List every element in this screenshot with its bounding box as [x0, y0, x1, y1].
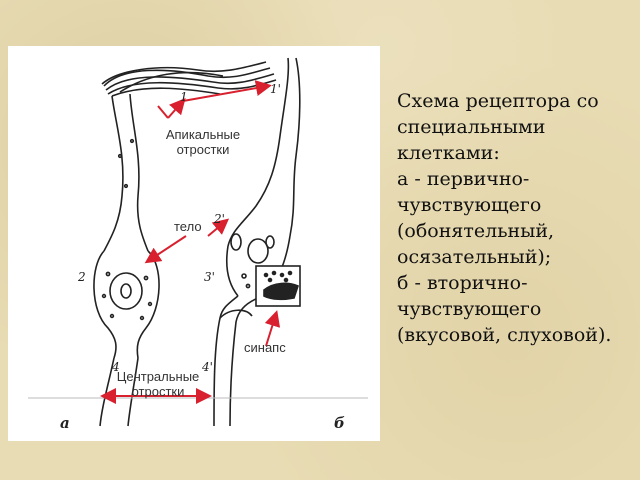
- receptor-diagram: Апикальные отростки тело синапс Централь…: [8, 46, 380, 441]
- number-1-prime: 1': [270, 82, 281, 96]
- caption-line: чувствующего: [397, 298, 542, 320]
- number-3-prime: 3': [204, 270, 215, 284]
- apical-label-line1: Апикальные: [165, 127, 241, 142]
- caption-line: а - первично-: [397, 168, 530, 190]
- number-1: 1: [180, 90, 188, 104]
- caption-line: (обонятельный,: [397, 220, 555, 242]
- caption-line: (вкусовой, слуховой).: [397, 324, 612, 346]
- arrow-apical-1p: [182, 80, 272, 102]
- caption-line: чувствующего: [397, 194, 542, 216]
- number-4-prime: 4': [202, 360, 213, 374]
- caption-line: клетками:: [397, 142, 500, 164]
- number-4: 4: [112, 360, 120, 374]
- apical-label-line2: отростки: [176, 141, 230, 157]
- caption-line: Схема рецептора со: [397, 90, 599, 112]
- apical-processes-label: Апикальные отростки: [158, 127, 248, 158]
- synapse-inset: [255, 265, 301, 307]
- caption-line: специальными: [397, 116, 546, 138]
- central-processes-label: Центральные отростки: [108, 369, 208, 400]
- arrow-synapse: [264, 310, 281, 347]
- number-2-prime: 2': [214, 212, 225, 226]
- primary-sensory-cell: [93, 61, 277, 427]
- synapse-label: синапс: [244, 340, 286, 355]
- panel-letter-a: а: [60, 414, 70, 432]
- arrow-apical-stem: [157, 105, 169, 119]
- caption-line: б - вторично-: [397, 272, 528, 294]
- annotation-arrows: [100, 80, 281, 404]
- number-2: 2: [78, 270, 86, 284]
- caption-line: осязательный);: [397, 246, 552, 268]
- arrow-body-b: [207, 218, 230, 237]
- central-label-line1: Центральные: [116, 369, 200, 384]
- caption: Схема рецептора со специальными клетками…: [397, 88, 637, 348]
- body-label: тело: [174, 219, 202, 234]
- central-label-line2: отростки: [131, 383, 185, 399]
- secondary-sensory-cell: [213, 57, 301, 427]
- receptor-drawing: [28, 57, 368, 427]
- arrow-body-a: [144, 235, 187, 264]
- arrow-apical-1: [167, 98, 186, 119]
- panel-letter-b: б: [334, 414, 345, 432]
